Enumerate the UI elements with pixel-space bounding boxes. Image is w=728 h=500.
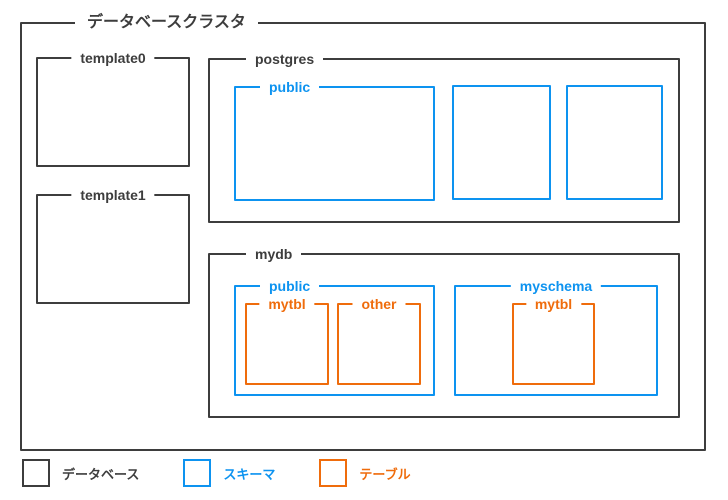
database-template1-label: template1 [71,185,155,205]
database-postgres-label: postgres [246,49,324,69]
legend-swatch-database-icon [22,459,50,487]
legend-swatch-table-icon [319,459,348,487]
table-mydb-public-other-label: other [352,294,406,314]
database-cluster-label: データベースクラスタ [75,13,258,33]
database-template0: template0 [36,48,190,167]
legend-item-table: テーブル [319,459,411,487]
schema-postgres-public-label: public [260,77,320,97]
schema-mydb-myschema: myschema [454,276,658,396]
table-mydb-public-mytbl: mytbl [245,294,329,385]
schema-mydb-myschema-label: myschema [510,276,602,296]
legend-swatch-schema-icon [183,459,212,487]
table-mydb-myschema-mytbl: mytbl [512,294,595,385]
legend-label-schema: スキーマ [223,466,276,482]
legend-item-database: データベース [22,459,139,487]
table-mydb-public-other: other [337,294,421,385]
legend-item-schema: スキーマ [183,459,275,487]
legend-label-table: テーブル [359,466,411,482]
database-template0-label: template0 [71,48,155,68]
schema-postgres-public: public [234,77,435,201]
database-template1: template1 [36,185,190,304]
table-mydb-myschema-mytbl-label: mytbl [525,294,582,314]
database-cluster-frame: データベースクラスタ [20,13,706,451]
database-mydb: mydb [208,244,680,418]
schema-mydb-public-label: public [260,276,320,296]
database-mydb-label: mydb [246,244,302,264]
legend: データベース スキーマ テーブル [22,459,411,487]
schema-mydb-public: public [234,276,435,396]
schema-postgres-unnamed-1 [452,85,551,200]
legend-label-database: データベース [62,466,140,482]
table-mydb-public-mytbl-label: mytbl [259,294,315,314]
database-postgres: postgres [208,49,680,223]
schema-postgres-unnamed-2 [566,85,663,200]
